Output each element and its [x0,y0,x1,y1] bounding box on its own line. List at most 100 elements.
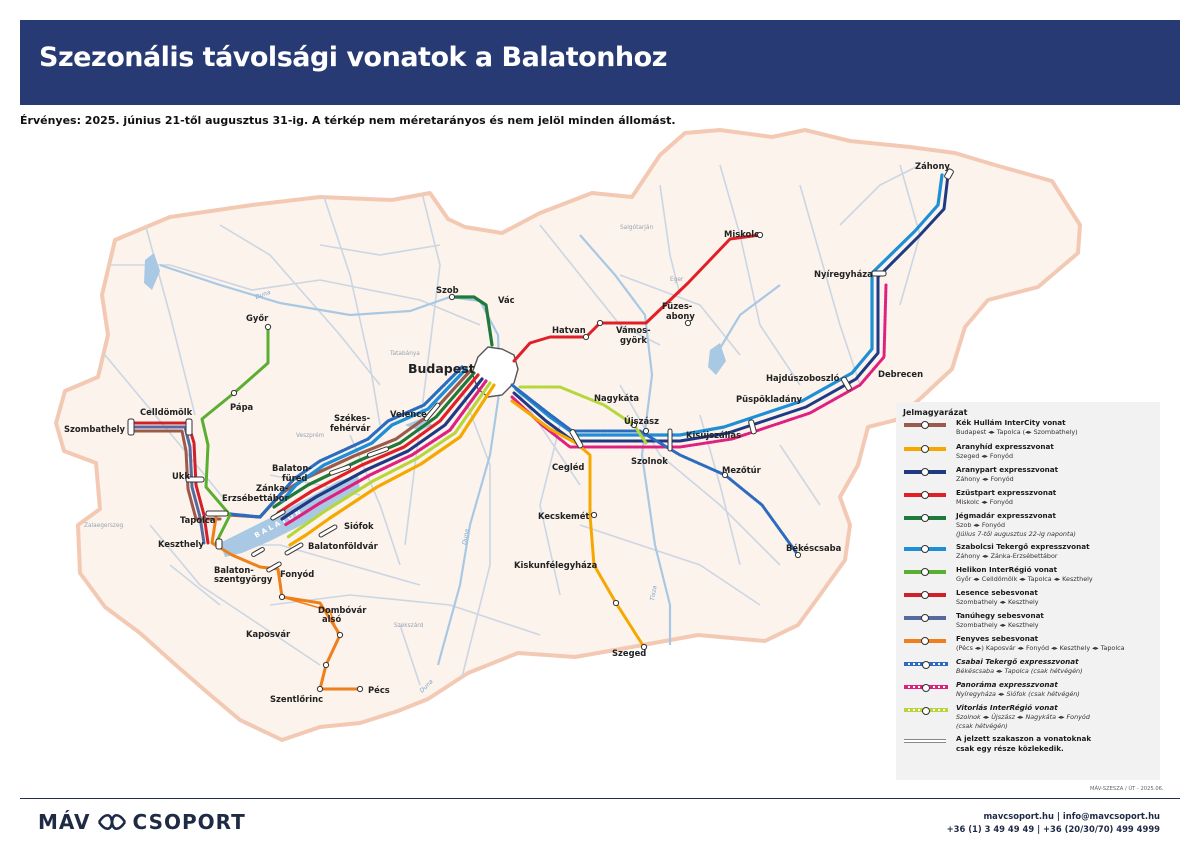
label-debrecen: Debrecen [878,369,923,379]
contact-phone[interactable]: +36 (1) 3 49 49 49 | +36 (20/30/70) 499 … [946,824,1160,834]
legend-swatch [904,637,946,645]
label-vac: Vác [498,295,515,305]
legend-swatch [904,684,948,692]
label-balatonszentgyorgy-2: szentgyörgy [214,574,273,584]
legend-item-name: Helikon InterRégió vonat [956,565,1058,574]
validity-note: Érvényes: 2025. június 21-től augusztus … [20,114,676,127]
label-szombathely: Szombathely [64,424,126,434]
label-hatvan: Hatvan [552,325,586,335]
label-cegled: Cegléd [552,462,584,472]
legend-item-route: (Pécs ◂▸) Kaposvár ◂▸ Fonyód ◂▸ Keszthel… [956,644,1125,652]
label-mezotur: Mezőtúr [722,465,762,475]
label-fuzesabony-1: Füzes- [662,301,693,311]
legend-item-name: Tanúhegy sebesvonat [956,611,1044,620]
legend-item-route: Győr ◂▸ Celldömölk ◂▸ Tapolca ◂▸ Keszthe… [956,575,1093,583]
legend-item-route: Szolnok ◂▸ Újszász ◂▸ Nagykáta ◂▸ Fonyód [956,713,1090,721]
label-pecs: Pécs [368,685,390,695]
label-zanka-1: Zánka- [256,483,289,493]
contact-web-email[interactable]: mavcsoport.hu | info@mavcsoport.hu [983,811,1160,821]
station-labels: Záhony Miskolc Nyíregyháza Szob Vác Hatv… [64,161,950,704]
legend-station-dot [921,545,929,553]
label-zahony: Záhony [915,161,950,171]
label-balatonszentgyorgy-1: Balaton- [214,565,254,575]
legend-swatch [904,661,948,669]
route-csabai-east [510,383,800,557]
footer-divider [20,798,1180,799]
label-szentlorinc: Szentlőrinc [270,694,323,704]
label-szob: Szob [436,285,459,295]
label-fonyod: Fonyód [280,569,314,579]
legend-item-name: Szabolcsi Tekergő expresszvonat [956,542,1090,551]
page-title: Szezonális távolsági vonatok a Balatonho… [39,42,667,73]
legend-station-dot [921,491,929,499]
legend-station-dot [921,445,929,453]
legend-swatch [904,421,946,429]
logo-text-right: CSOPORT [132,810,246,834]
legend-item-route: csak egy része közlekedik. [956,744,1064,753]
legend-item-route: Szombathely ◂▸ Keszthely [956,621,1039,629]
legend-item-name: Lesence sebesvonat [956,588,1038,597]
label-balatonfured-2: füred [282,473,307,483]
legend-item-name: Csabai Tekergő expresszvonat [956,657,1079,666]
label-velence: Velence [390,409,427,419]
label-dombovar-1: Dombóvár [318,605,367,615]
label-szekesfehervar-2: fehérvár [330,423,371,433]
river-duna-2: Duna [461,528,471,545]
minor-veszprem: Veszprém [296,432,325,439]
route-ezustpart [276,373,480,515]
label-vamosgyork-1: Vámos- [616,325,651,335]
legend-item-name: Vitorlás InterRégió vonat [956,703,1058,712]
route-aranypart [280,377,484,521]
legend-item-name: Fenyves sebesvonat [956,634,1039,643]
train-routes [130,173,950,691]
legend-swatch [904,591,946,599]
route-vitorlas [286,381,492,539]
legend-item-route: Szob ◂▸ Fonyód [956,521,1006,529]
legend-item: Fenyves sebesvonat(Pécs ◂▸) Kaposvár ◂▸ … [896,634,1160,656]
label-puspokladany: Püspökladány [736,394,803,404]
label-bekescsaba: Békéscsaba [786,543,841,553]
legend-station-dot [922,661,930,669]
legend-swatch [904,739,946,743]
label-balatonfoldvar: Balatonföldvár [308,541,379,551]
mav-logo: MÁV CSOPORT [38,810,246,834]
label-celldomolk: Celldömölk [140,407,193,417]
legend-item-name: Aranyhíd expresszvonat [956,442,1054,451]
legend-item-route: Szeged ◂▸ Fonyód [956,452,1014,460]
label-keszthely: Keszthely [158,539,204,549]
legend-item-name: Jégmadár expresszvonat [956,511,1056,520]
rail-map: BALATON [54,128,1082,742]
legend-item-route: Budapest ◂▸ Tapolca (◂▸ Szombathely) [956,428,1078,436]
legend-item-route: Békéscsaba ◂▸ Tapolca (csak hétvégén) [956,667,1083,675]
legend-station-dot [921,421,929,429]
legend-swatch [904,707,948,715]
legend-item-name: Kék Hullám InterCity vonat [956,418,1066,427]
label-nyiregyhaza: Nyíregyháza [814,269,873,279]
map-legend: Jelmagyarázat Kék Hullám InterCity vonat… [896,402,1160,780]
legend-item-name: Ezüstpart expresszvonat [956,488,1057,497]
label-miskolc: Miskolc [724,229,759,239]
legend-station-dot [921,637,929,645]
label-fuzesabony-2: abony [666,311,695,321]
legend-station-dot [921,591,929,599]
label-kisujszallas: Kisújszállás [686,430,741,440]
label-szeged: Szeged [612,648,646,658]
label-papa: Pápa [230,402,253,412]
lake-velence [405,419,433,431]
legend-station-dot [921,468,929,476]
lake-balaton [220,475,360,557]
route-vitorlas-east [518,385,648,445]
label-zanka-2: Erzsébettábor [222,493,289,503]
